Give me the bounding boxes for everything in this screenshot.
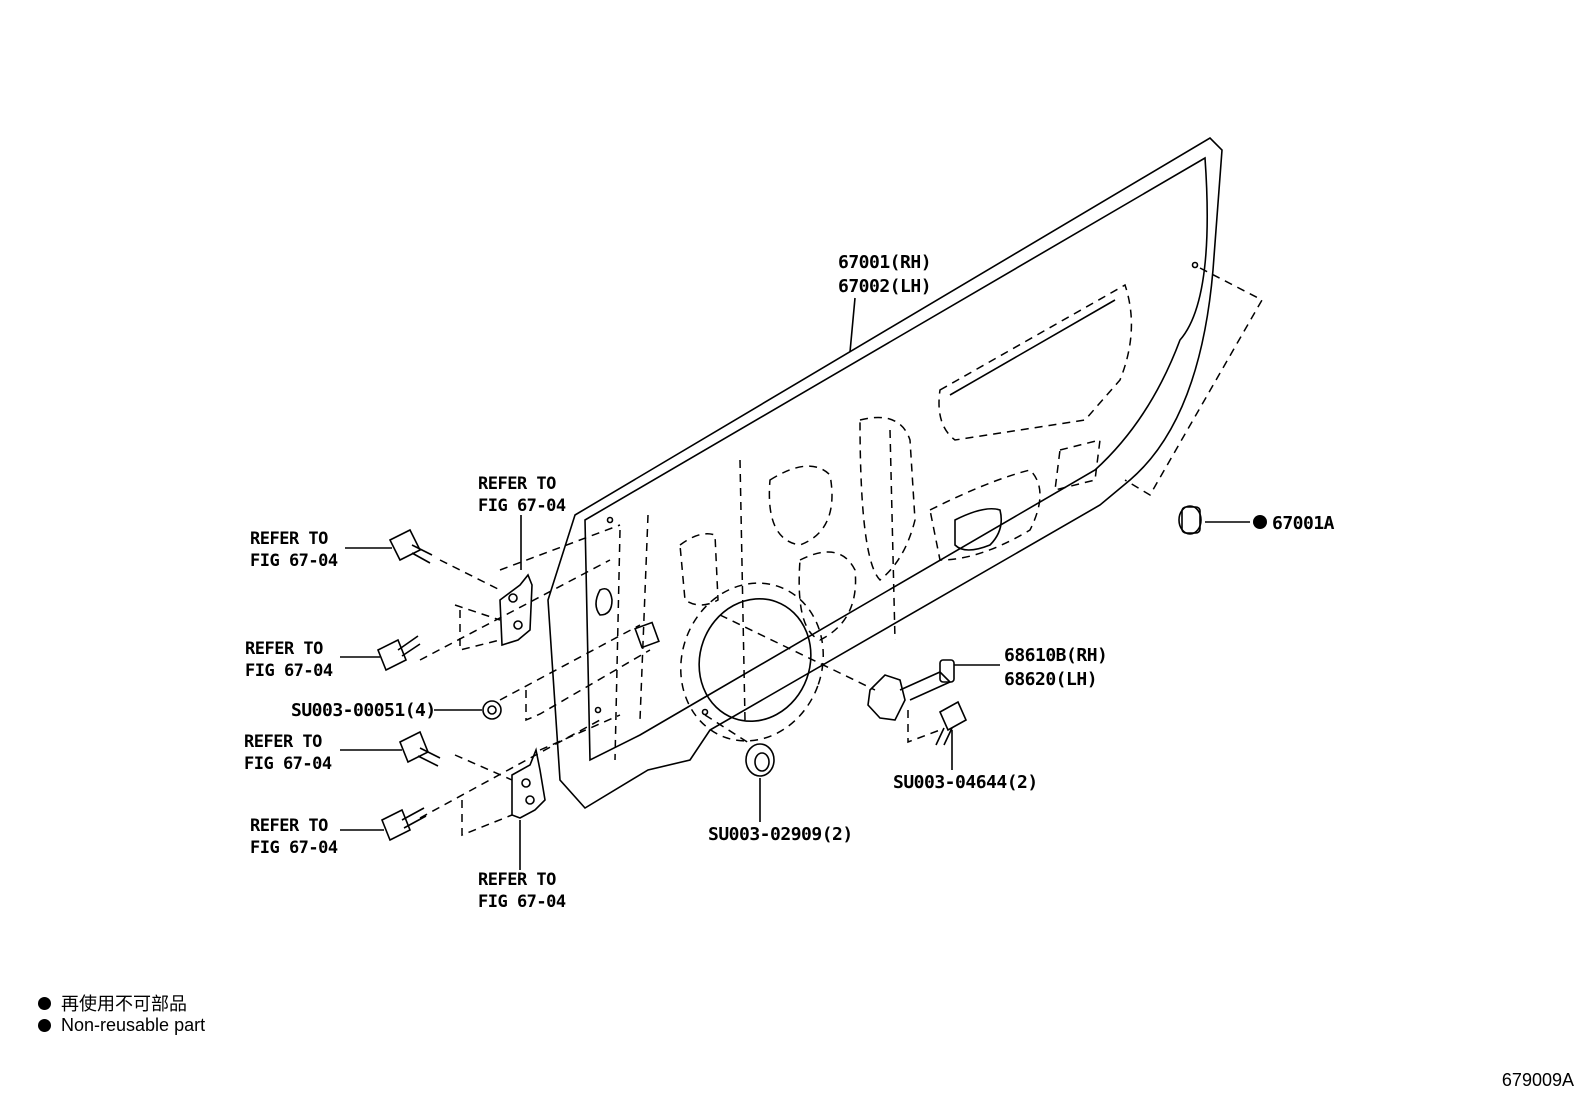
callout-nut: SU003-00051(4) (291, 700, 436, 721)
callout-check-bolt: SU003-04644(2) (893, 772, 1038, 793)
refer-label-line2: FIG 67-04 (245, 661, 333, 681)
refer-label-line1: REFER TO (478, 870, 556, 890)
callout-door-panel-rh: 67001(RH) (838, 252, 931, 273)
refer-label-line2: FIG 67-04 (478, 496, 566, 516)
legend-text-en: Non-reusable part (61, 1015, 206, 1035)
refer-label-line1: REFER TO (250, 816, 328, 836)
refer-label-line1: REFER TO (478, 474, 556, 494)
legend-item-jp: 再使用不可部品 (38, 990, 187, 1016)
legend-item-en: Non-reusable part (38, 1015, 205, 1036)
legend-text-jp: 再使用不可部品 (61, 994, 187, 1014)
door-panel-leader (849, 297, 856, 353)
refer-label-line1: REFER TO (250, 529, 328, 549)
upper-bolt-2 (340, 635, 421, 672)
door-panel (547, 136, 1223, 810)
bullet-icon (38, 1019, 51, 1032)
door-check-part (719, 614, 1000, 744)
refer-label-line1: REFER TO (245, 639, 323, 659)
plug-part (1124, 267, 1267, 535)
refer-label-line2: FIG 67-04 (244, 754, 332, 774)
lower-bolt-1 (340, 730, 441, 767)
figure-code: 679009A (1501, 1070, 1574, 1090)
callout-hole-plug: SU003-02909(2) (708, 824, 853, 845)
refer-label-line2: FIG 67-04 (250, 551, 338, 571)
upper-bolt-1 (345, 528, 433, 564)
lower-hinge (419, 714, 621, 870)
callout-check-lh: 68620(LH) (1004, 669, 1097, 690)
refer-label-line2: FIG 67-04 (250, 838, 338, 858)
callout-door-panel-lh: 67002(LH) (838, 276, 931, 297)
bullet-icon (38, 996, 51, 1010)
refer-label-line1: REFER TO (244, 732, 322, 752)
check-bolt-part (935, 700, 968, 770)
callout-plug: 67001A (1272, 513, 1335, 534)
lower-bolt-2 (340, 807, 427, 842)
refer-label-line2: FIG 67-04 (478, 892, 566, 912)
upper-hinge (419, 515, 621, 661)
hole-plug-part (704, 714, 775, 822)
nut-part (434, 624, 651, 722)
callout-check-rh: 68610B(RH) (1004, 645, 1107, 666)
